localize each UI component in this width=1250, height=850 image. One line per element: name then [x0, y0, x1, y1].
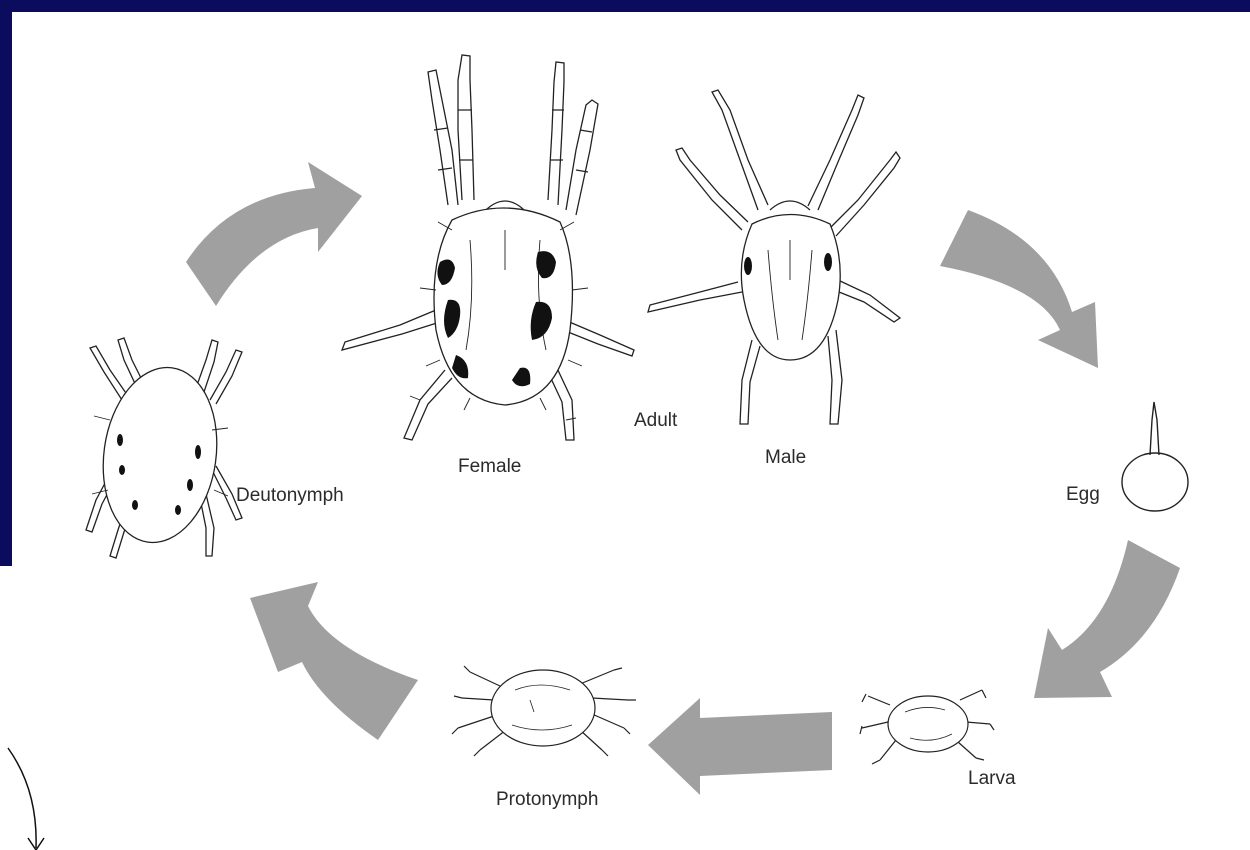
male-mite-illustration — [648, 90, 900, 424]
label-male: Male — [765, 447, 806, 469]
female-mite-illustration — [342, 55, 634, 440]
label-larva: Larva — [968, 768, 1016, 790]
label-deutonymph: Deutonymph — [236, 485, 344, 507]
egg-illustration — [1122, 402, 1188, 511]
cycle-arrows — [186, 162, 1180, 795]
curved-pointer-arrow — [8, 748, 44, 850]
arrow-protonymph-to-deutonymph — [250, 582, 418, 740]
arrow-egg-to-larva — [1034, 540, 1180, 698]
label-protonymph: Protonymph — [496, 789, 598, 811]
protonymph-illustration — [452, 666, 636, 756]
label-female: Female — [458, 456, 521, 478]
label-egg: Egg — [1066, 484, 1100, 506]
arrow-deutonymph-to-adult — [186, 162, 362, 306]
deutonymph-illustration — [86, 338, 242, 558]
label-adult: Adult — [634, 410, 677, 432]
arrow-larva-to-protonymph — [648, 698, 832, 795]
arrow-adult-to-egg — [940, 210, 1098, 368]
larva-illustration — [860, 690, 994, 764]
